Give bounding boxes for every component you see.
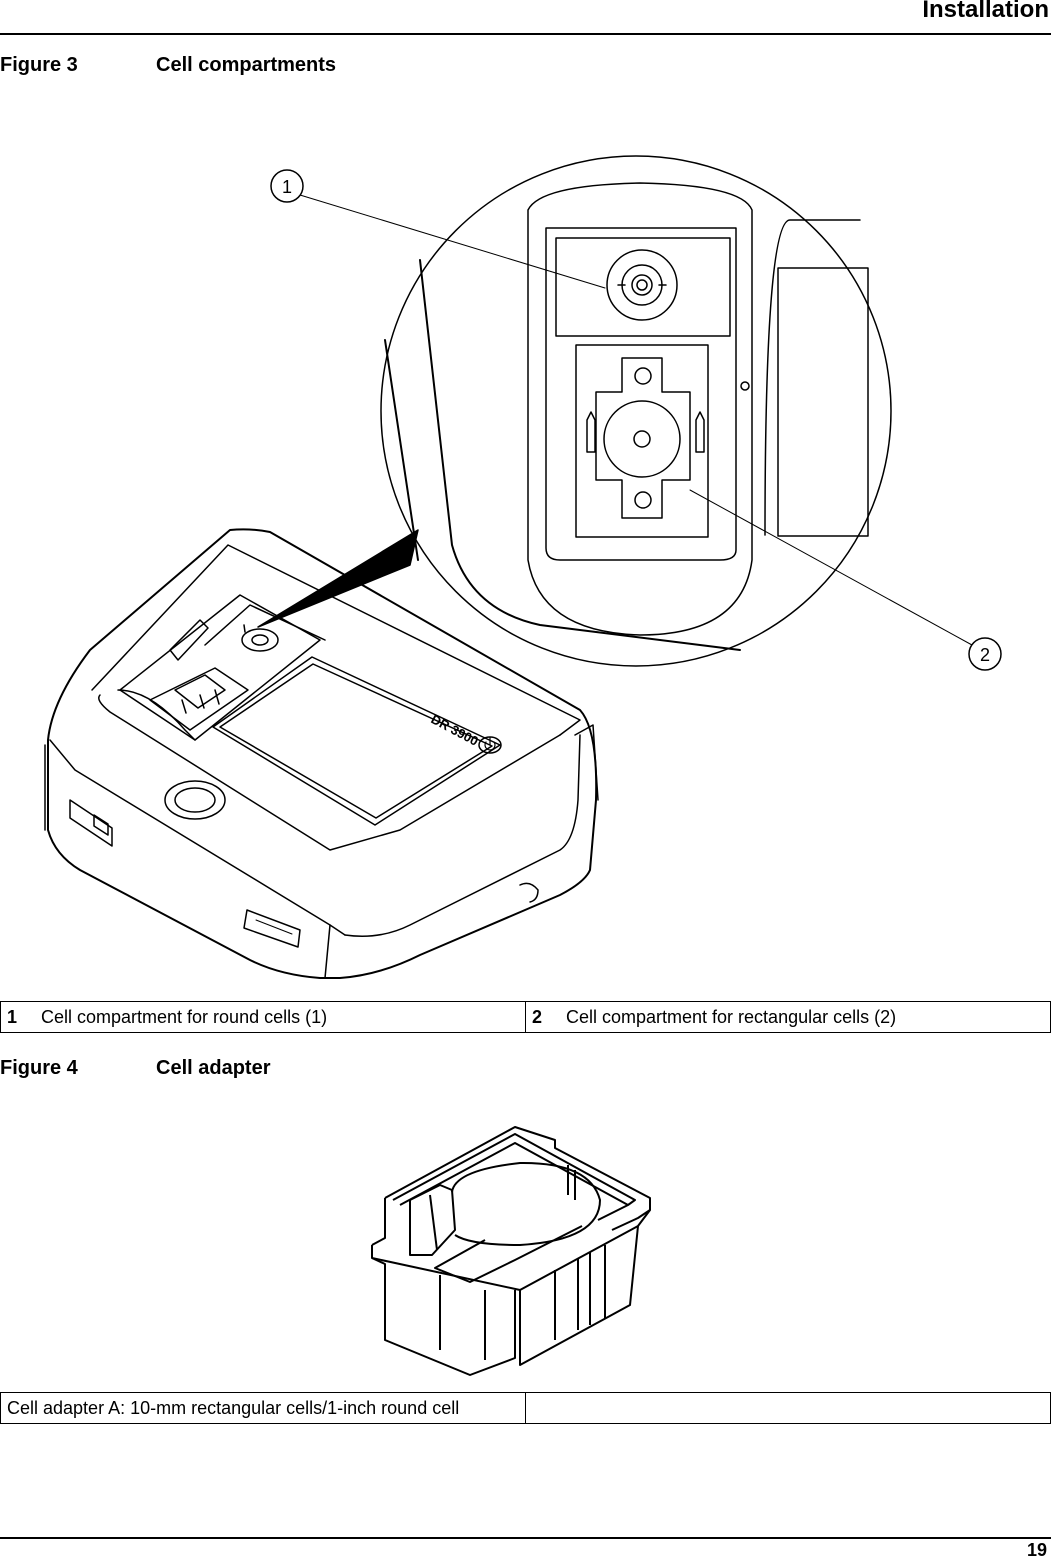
legend-item: Cell adapter A: 10-mm rectangular cells/… bbox=[0, 1392, 526, 1424]
callout-2-number: 2 bbox=[980, 645, 990, 665]
figure-3-label: Figure 3 bbox=[0, 54, 78, 76]
legend-key: 1 bbox=[7, 1006, 18, 1027]
figure-3-caption: Cell compartments bbox=[156, 54, 337, 76]
legend-item: 1 Cell compartment for round cells (1) bbox=[0, 1001, 526, 1033]
legend-item: 2 Cell compartment for rectangular cells … bbox=[525, 1001, 1051, 1033]
footer-rule bbox=[0, 1537, 1051, 1539]
usb-icon bbox=[69, 799, 113, 847]
figure-4-label: Figure 4 bbox=[0, 1057, 78, 1079]
legend-text: Cell adapter A: 10-mm rectangular cells/… bbox=[7, 1397, 460, 1418]
callout-2: 2 bbox=[689, 489, 1002, 671]
cell-compartments-illustration: DR 3900 1 2 bbox=[44, 155, 1002, 979]
page-number: 19 bbox=[1026, 1540, 1047, 1560]
callout-1: 1 bbox=[270, 169, 606, 289]
zoom-detail bbox=[380, 155, 892, 667]
legend-text: Cell compartment for rectangular cells (… bbox=[566, 1006, 897, 1027]
spectrophotometer-drawing: DR 3900 bbox=[44, 528, 599, 979]
cell-adapter-illustration bbox=[371, 1126, 651, 1376]
figure-3-legend: 1 Cell compartment for round cells (1) 2 C… bbox=[0, 1001, 1051, 1033]
rfid-icon bbox=[243, 909, 301, 948]
section-title: Installation bbox=[922, 0, 1049, 23]
figure-4-title: Figure 4 Cell adapter bbox=[0, 1057, 270, 1080]
legend-item bbox=[525, 1392, 1051, 1424]
header-rule bbox=[0, 33, 1051, 35]
figure-4-legend: Cell adapter A: 10-mm rectangular cells/… bbox=[0, 1392, 1051, 1424]
legend-key: 2 bbox=[532, 1006, 543, 1027]
legend-text: Cell compartment for round cells (1) bbox=[41, 1006, 328, 1027]
figure-4-caption: Cell adapter bbox=[156, 1057, 271, 1079]
figure-3-title: Figure 3 Cell compartments bbox=[0, 54, 336, 77]
device-label: DR 3900 bbox=[429, 711, 481, 748]
callout-1-number: 1 bbox=[282, 177, 292, 197]
power-icon bbox=[478, 736, 502, 754]
